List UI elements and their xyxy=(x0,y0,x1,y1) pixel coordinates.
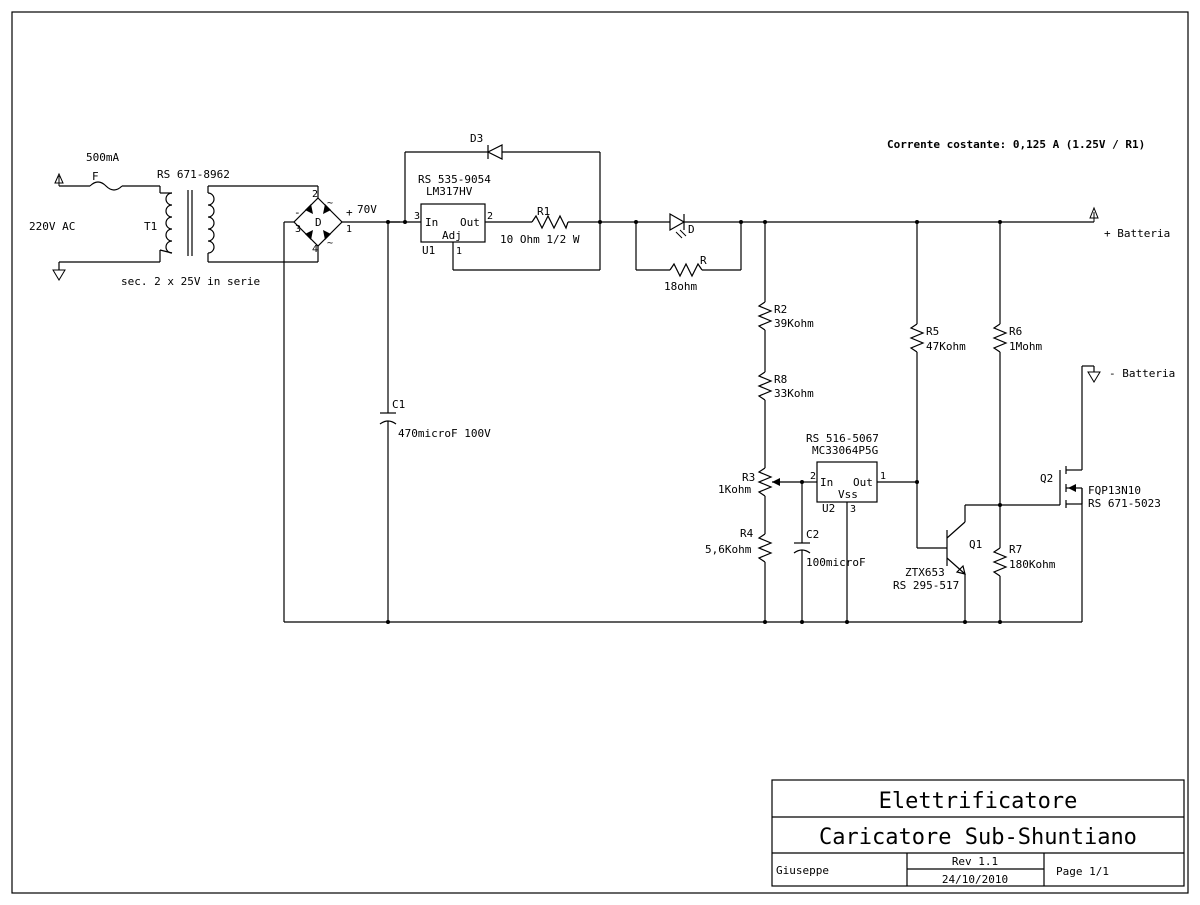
fuse-value: 500mA xyxy=(86,151,119,164)
led-indicator: D R 18ohm xyxy=(634,212,743,293)
r1-value: 10 Ohm 1/2 W xyxy=(500,233,580,246)
r1-ref: R1 xyxy=(537,205,550,218)
r2-value: 39Kohm xyxy=(774,317,814,330)
q2-ref: Q2 xyxy=(1040,472,1053,485)
t1-secondary: sec. 2 x 25V in serie xyxy=(121,275,260,288)
detector-u2: In Out Vss 2 1 3 U2 RS 516-5067 MC33064P… xyxy=(802,432,917,622)
title-project: Elettrificatore xyxy=(879,789,1078,814)
u2-pin2: 2 xyxy=(810,471,816,482)
bat-minus-label: - Batteria xyxy=(1109,367,1175,380)
u2-pin1: 1 xyxy=(880,471,886,482)
r8-ref: R8 xyxy=(774,373,787,386)
u2-part: RS 516-5067 xyxy=(806,432,879,445)
t1-ref: T1 xyxy=(144,220,157,233)
battery-plus: + Batteria xyxy=(741,206,1170,240)
bridge-plus: + xyxy=(346,206,353,219)
u1-ref: U1 xyxy=(422,244,435,257)
bridge-minus: - xyxy=(294,206,301,219)
transformer-t1: RS 671-8962 T1 sec. 2 x 25V in serie xyxy=(121,168,318,288)
r7-ref: R7 xyxy=(1009,543,1022,556)
u2-ref: U2 xyxy=(822,502,835,515)
u2-pin-out: Out xyxy=(853,476,873,489)
mains-label: 220V AC xyxy=(29,220,75,233)
capacitor-c2: C2 100microF xyxy=(793,480,866,622)
u1-model: LM317HV xyxy=(426,185,473,198)
r4-value: 5,6Kohm xyxy=(705,543,752,556)
bridge-ac2: ~ xyxy=(327,238,333,249)
bridge-pin2: 2 xyxy=(312,189,318,200)
u2-pin3: 3 xyxy=(850,504,856,515)
bridge-pin4: 4 xyxy=(312,244,318,255)
t1-part: RS 671-8962 xyxy=(157,168,230,181)
constant-current-note: Corrente costante: 0,125 A (1.25V / R1) xyxy=(887,138,1145,151)
u2-pin-vss: Vss xyxy=(838,488,858,501)
u2-pin-in: In xyxy=(820,476,833,489)
u1-pin1: 1 xyxy=(456,246,462,257)
voltage-divider: R2 39Kohm R8 33Kohm R3 1Kohm R4 5,6Kohm xyxy=(705,222,814,622)
r8-value: 33Kohm xyxy=(774,387,814,400)
capacitor-c1: C1 470microF 100V xyxy=(379,220,491,622)
c2-value: 100microF xyxy=(806,556,866,569)
u1-pin-in: In xyxy=(425,216,438,229)
r4-ref: R4 xyxy=(740,527,754,540)
q2-model: FQP13N10 xyxy=(1088,484,1141,497)
led-ref: D xyxy=(688,223,695,236)
mains-input: 500mA F 220V AC xyxy=(29,151,161,281)
r6-ref: R6 xyxy=(1009,325,1022,338)
rled-ref: R xyxy=(700,254,707,267)
u2-model: MC33064P5G xyxy=(812,444,878,457)
title-revision: Rev 1.1 xyxy=(952,855,998,868)
c1-ref: C1 xyxy=(392,398,405,411)
resistor-r5: R5 47Kohm xyxy=(909,222,966,548)
r6-value: 1Mohm xyxy=(1009,340,1042,353)
mosfet-q2: Q2 FQP13N10 RS 671-5023 - Batteria xyxy=(1000,365,1175,622)
u1-pin3: 3 xyxy=(414,211,420,222)
u1-part: RS 535-9054 xyxy=(418,173,491,186)
sheet-border xyxy=(11,11,1189,894)
transistor-q1: Q1 ZTX653 RS 295-517 xyxy=(893,504,1000,622)
bridge-ref: D xyxy=(315,216,322,229)
u1-pin2: 2 xyxy=(487,211,493,222)
q1-part: RS 295-517 xyxy=(893,579,959,592)
r5-value: 47Kohm xyxy=(926,340,966,353)
r7-value: 180Kohm xyxy=(1009,558,1056,571)
u1-pin-out: Out xyxy=(460,216,480,229)
title-page: Page 1/1 xyxy=(1056,865,1109,878)
fuse-ref: F xyxy=(92,170,99,183)
r3-value: 1Kohm xyxy=(718,483,751,496)
c2-ref: C2 xyxy=(806,528,819,541)
resistor-r1: R1 10 Ohm 1/2 W xyxy=(500,205,636,246)
rled-value: 18ohm xyxy=(664,280,697,293)
q1-model: ZTX653 xyxy=(905,566,945,579)
rail-label: 70V xyxy=(357,203,377,216)
bridge-rectifier: D 2 4 3 1 + - ~ ~ 70V xyxy=(283,186,400,622)
q1-ref: Q1 xyxy=(969,538,982,551)
title-main: Caricatore Sub-Shuntiano xyxy=(819,825,1137,850)
r5-ref: R5 xyxy=(926,325,939,338)
diode-d3: D3 xyxy=(403,132,602,270)
title-date: 24/10/2010 xyxy=(942,873,1008,886)
r2-ref: R2 xyxy=(774,303,787,316)
r3-ref: R3 xyxy=(742,471,755,484)
c1-value: 470microF 100V xyxy=(398,427,491,440)
ground-rail xyxy=(284,620,1082,624)
u1-pin-adj: Adj xyxy=(442,229,462,242)
bridge-pin3: 3 xyxy=(295,224,301,235)
resistors-r6-r7: R6 1Mohm R7 180Kohm xyxy=(992,222,1056,622)
bridge-ac1: ~ xyxy=(327,198,333,209)
q2-part: RS 671-5023 xyxy=(1088,497,1161,510)
title-block: Elettrificatore Caricatore Sub-Shuntiano… xyxy=(771,779,1185,887)
bridge-pin1: 1 xyxy=(346,224,352,235)
d3-ref: D3 xyxy=(470,132,483,145)
title-author: Giuseppe xyxy=(776,864,829,877)
bat-plus-label: + Batteria xyxy=(1104,227,1170,240)
regulator-u1: In Out Adj 3 2 1 U1 RS 535-9054 LM317HV xyxy=(388,173,600,271)
